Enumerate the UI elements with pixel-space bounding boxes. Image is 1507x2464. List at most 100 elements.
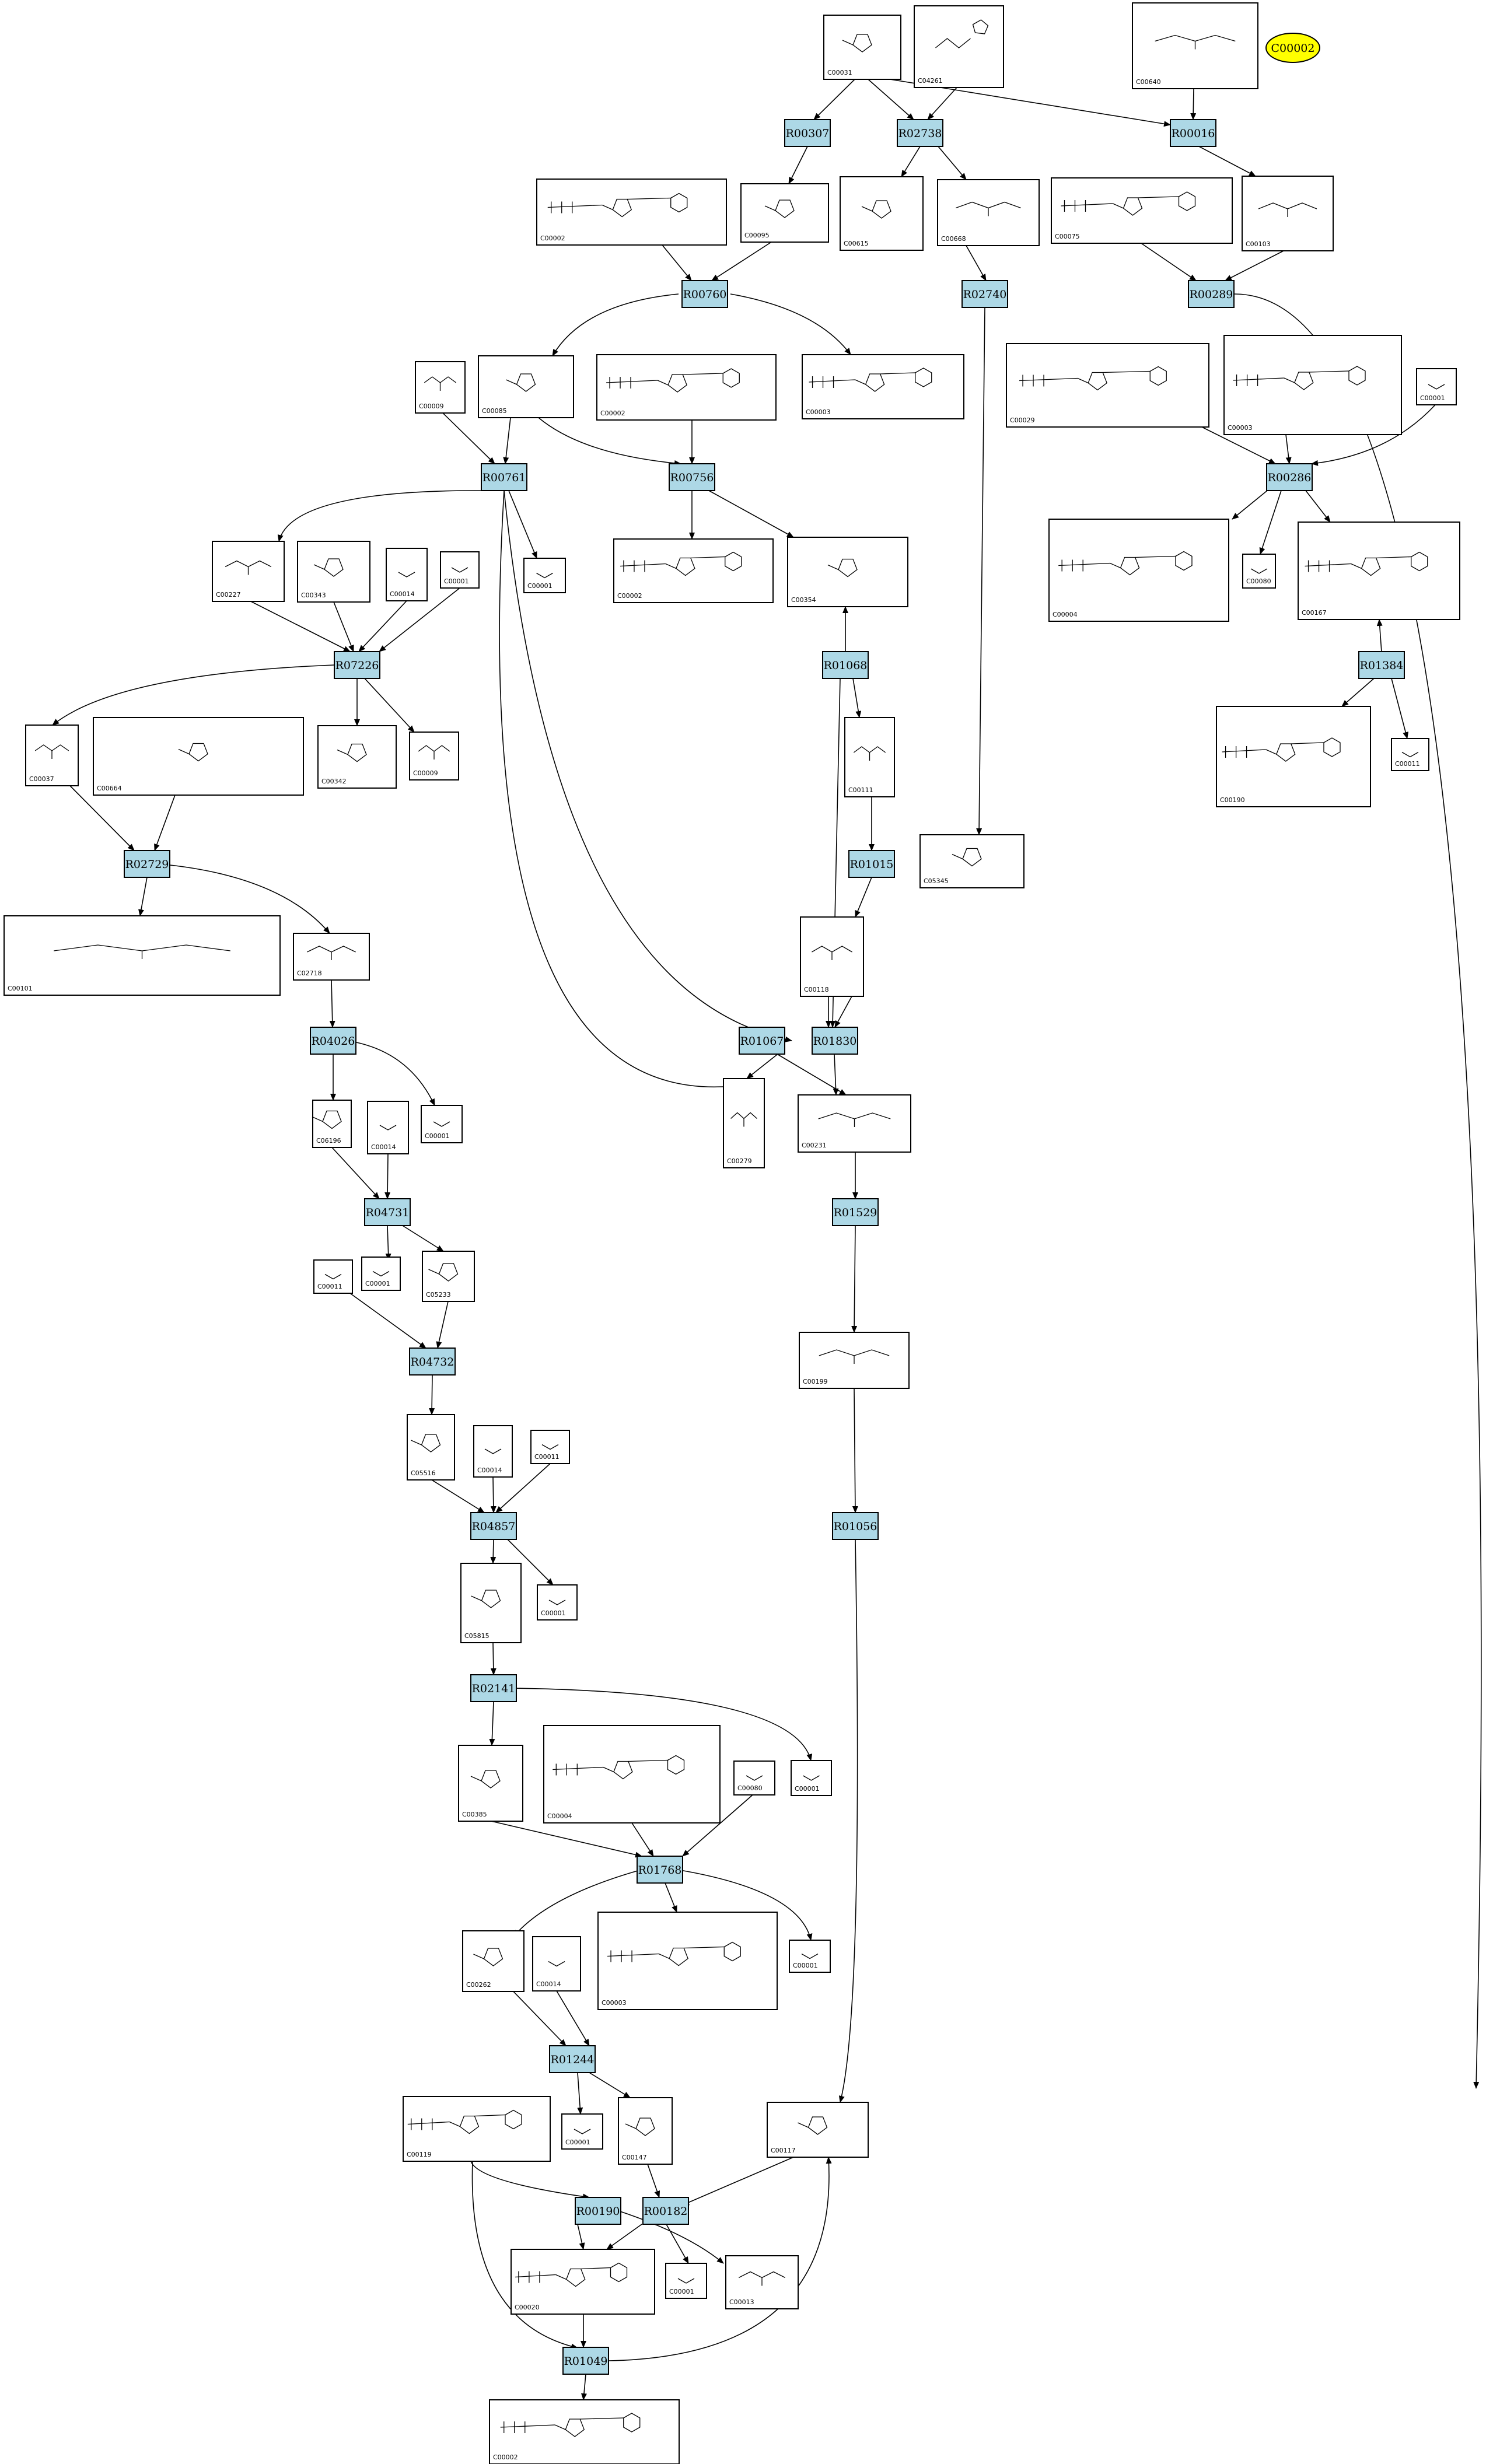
compound-node[interactable]: C05815 <box>460 1563 522 1643</box>
compound-node[interactable]: C00001 <box>561 2113 603 2150</box>
reaction-node[interactable]: R02740 <box>961 280 1008 308</box>
compound-node[interactable]: C00013 <box>725 2255 799 2309</box>
compound-node[interactable]: C00004 <box>1048 519 1229 622</box>
reaction-node[interactable]: R01068 <box>822 651 869 679</box>
compound-node[interactable]: C00664 <box>93 717 304 796</box>
compound-node[interactable]: C00615 <box>840 176 924 251</box>
reaction-node[interactable]: R07226 <box>334 651 380 679</box>
compound-node[interactable]: C05345 <box>919 834 1025 888</box>
compound-node[interactable]: C00227 <box>212 541 285 602</box>
compound-node[interactable]: C00002 <box>536 178 727 246</box>
reaction-node[interactable]: R01244 <box>549 2045 596 2073</box>
compound-node[interactable]: C00342 <box>317 725 397 789</box>
compound-node[interactable]: C00119 <box>403 2096 551 2162</box>
compound-node[interactable]: C00279 <box>723 1078 765 1168</box>
reaction-box <box>549 2045 596 2073</box>
reaction-node[interactable]: R00289 <box>1188 280 1235 308</box>
compound-node[interactable]: C00085 <box>478 355 574 418</box>
reaction-node[interactable]: R02738 <box>897 119 943 147</box>
compound-node[interactable]: C00075 <box>1051 177 1233 244</box>
reaction-node[interactable]: R00760 <box>681 280 728 308</box>
reaction-node[interactable]: R02141 <box>470 1674 517 1702</box>
compound-node[interactable]: C00011 <box>313 1259 353 1294</box>
reaction-node[interactable]: R01067 <box>739 1027 785 1055</box>
compound-node[interactable]: C00014 <box>473 1425 513 1478</box>
compound-node[interactable]: C05516 <box>407 1414 455 1480</box>
compound-node[interactable]: C00004 <box>543 1725 721 1824</box>
reaction-node[interactable]: R02729 <box>124 850 170 878</box>
compound-node[interactable]: C00031 <box>823 15 901 80</box>
reaction-node[interactable]: R04732 <box>409 1348 456 1376</box>
compound-node[interactable]: C00029 <box>1006 343 1209 428</box>
compound-node[interactable]: C00101 <box>4 915 281 996</box>
compound-node[interactable]: C00020 <box>511 2249 655 2315</box>
compound-node[interactable]: C00111 <box>844 717 895 797</box>
highlight-node[interactable] <box>1265 33 1320 63</box>
edge-arrow <box>436 1301 449 1349</box>
compound-node[interactable]: C00002 <box>489 2399 680 2464</box>
reaction-node[interactable]: R00761 <box>481 463 527 491</box>
compound-node[interactable]: C00002 <box>596 354 777 421</box>
compound-node[interactable]: C00167 <box>1298 522 1460 620</box>
reaction-node[interactable]: R00286 <box>1266 463 1313 491</box>
reaction-node[interactable]: R01049 <box>562 2347 609 2375</box>
compound-node[interactable]: C00385 <box>458 1745 523 1822</box>
compound-node[interactable]: C00001 <box>791 1760 832 1796</box>
compound-node[interactable]: C02718 <box>293 933 370 981</box>
compound-node[interactable]: C05233 <box>422 1251 475 1302</box>
reaction-node[interactable]: R00182 <box>642 2197 689 2225</box>
reaction-node[interactable]: R01830 <box>812 1027 858 1055</box>
compound-box <box>844 717 895 797</box>
compound-node[interactable]: C00231 <box>798 1094 911 1153</box>
compound-node[interactable]: C00001 <box>665 2263 707 2299</box>
compound-node[interactable]: C00147 <box>618 2097 673 2165</box>
compound-node[interactable]: C00011 <box>1391 738 1429 771</box>
compound-node[interactable]: C00118 <box>800 916 864 997</box>
compound-node[interactable]: C00009 <box>415 361 466 414</box>
compound-node[interactable]: C00103 <box>1242 176 1334 251</box>
compound-node[interactable]: C00001 <box>789 1940 831 1973</box>
compound-node[interactable]: C00002 <box>613 538 774 603</box>
compound-node[interactable]: C00668 <box>937 179 1040 246</box>
reaction-node[interactable]: R04731 <box>364 1198 411 1226</box>
compound-node[interactable]: C00003 <box>802 354 964 419</box>
reaction-node[interactable]: R00016 <box>1170 119 1216 147</box>
compound-node[interactable]: C00037 <box>25 724 79 786</box>
compound-node[interactable]: C00014 <box>386 548 428 601</box>
reaction-node[interactable]: R00307 <box>784 119 831 147</box>
compound-node[interactable]: C00001 <box>361 1256 401 1291</box>
compound-node[interactable]: C00001 <box>440 551 480 589</box>
compound-node[interactable]: C00095 <box>740 183 829 243</box>
compound-node[interactable]: C00001 <box>523 558 566 593</box>
compound-node[interactable]: C06196 <box>312 1100 352 1148</box>
reaction-node[interactable]: R01056 <box>832 1512 879 1540</box>
reaction-node[interactable]: R01529 <box>832 1198 879 1226</box>
compound-node[interactable]: C00003 <box>1223 335 1402 435</box>
compound-node[interactable]: C00014 <box>532 1936 581 1992</box>
compound-node[interactable]: C00080 <box>733 1760 775 1796</box>
compound-node[interactable]: C00009 <box>409 732 459 780</box>
compound-node[interactable]: C04261 <box>914 5 1004 88</box>
reaction-node[interactable]: R01768 <box>637 1856 683 1884</box>
compound-node[interactable]: C00001 <box>1416 368 1457 405</box>
reaction-node[interactable]: R01015 <box>848 850 895 878</box>
compound-node[interactable]: C00011 <box>530 1430 570 1464</box>
reaction-node[interactable]: R00756 <box>669 463 715 491</box>
compound-node[interactable]: C00262 <box>462 1930 525 1992</box>
compound-node[interactable]: C00354 <box>787 537 908 607</box>
compound-node[interactable]: C00001 <box>537 1584 578 1620</box>
compound-node[interactable]: C00343 <box>297 541 370 603</box>
compound-node[interactable]: C00003 <box>597 1912 778 2010</box>
compound-node[interactable]: C00190 <box>1216 706 1371 807</box>
reaction-node[interactable]: R00190 <box>575 2197 621 2225</box>
compound-node[interactable]: C00640 <box>1132 2 1258 89</box>
reaction-node[interactable]: R01384 <box>1358 651 1405 679</box>
compound-node[interactable]: C00117 <box>767 2102 869 2158</box>
reaction-node[interactable]: R04026 <box>310 1027 356 1055</box>
compound-node[interactable]: C00014 <box>367 1101 409 1154</box>
compound-node[interactable]: C00199 <box>799 1332 910 1389</box>
compound-node[interactable]: C00080 <box>1242 554 1276 589</box>
reaction-node[interactable]: R04857 <box>470 1512 517 1540</box>
compound-node[interactable]: C00001 <box>421 1105 463 1143</box>
structure-glyph <box>1222 737 1341 762</box>
